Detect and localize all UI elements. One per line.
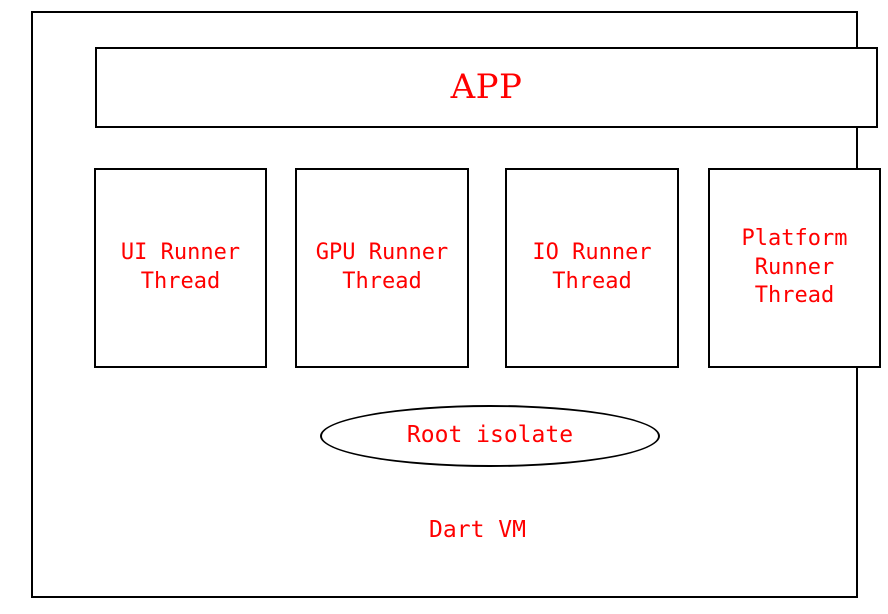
thread-box-label-gpu-runner: GPU Runner Thread (315, 240, 449, 294)
thread-box-ui-runner: UI Runner Thread (94, 168, 267, 368)
root-isolate-ellipse: Root isolate (320, 405, 660, 467)
thread-box-label-ui-runner: UI Runner Thread (120, 240, 241, 294)
dart-vm-label: Dart VM (429, 517, 526, 543)
thread-box-io-runner: IO Runner Thread (505, 168, 679, 368)
root-isolate-label: Root isolate (406, 422, 574, 449)
thread-box-label-platform-runner: Platform Runner Thread (741, 226, 848, 309)
app-box: APP (95, 47, 878, 128)
dart-vm-outer-frame: APP UI Runner Thread GPU Runner Thread I… (31, 11, 881, 598)
thread-box-platform-runner: Platform Runner Thread (708, 168, 881, 368)
app-box-label: APP (450, 66, 523, 107)
thread-box-gpu-runner: GPU Runner Thread (295, 168, 469, 368)
thread-box-label-io-runner: IO Runner Thread (532, 240, 652, 294)
